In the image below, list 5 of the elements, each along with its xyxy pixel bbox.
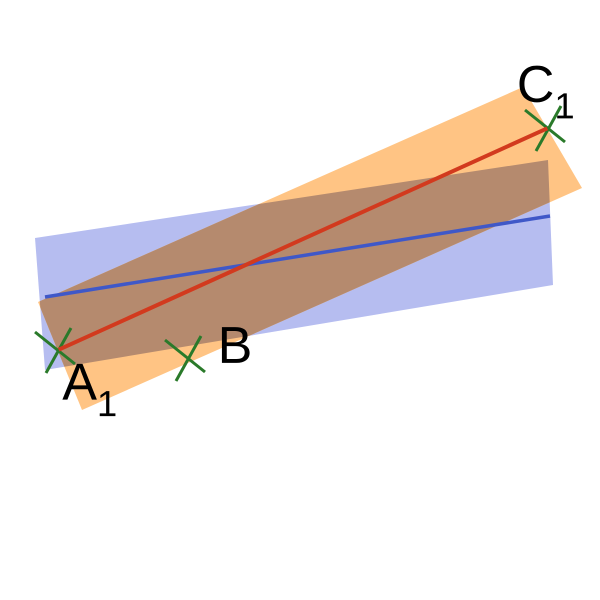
point-label: A$_{1}$ xyxy=(62,364,116,416)
point-label: C$_{1}$ xyxy=(520,66,573,118)
line xyxy=(58,126,548,352)
point-mark xyxy=(164,335,206,382)
point-label: B xyxy=(222,327,250,363)
